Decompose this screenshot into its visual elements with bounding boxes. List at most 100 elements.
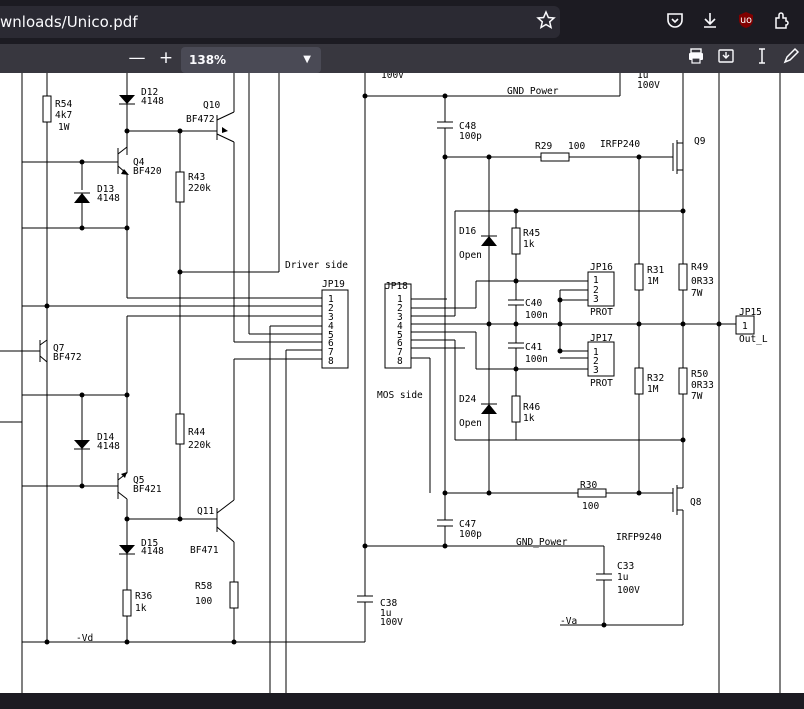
r49-ref: R49 <box>691 262 708 273</box>
junction-dot <box>513 208 519 214</box>
jp16-pin-1: 1 <box>593 275 599 286</box>
r58-ref: R58 <box>195 581 212 592</box>
jp18-pin-7: 7 <box>397 347 403 358</box>
junction-dot <box>716 321 722 327</box>
d15-val: 4148 <box>141 546 164 557</box>
url-bar[interactable]: wnloads/Unico.pdf <box>0 6 560 38</box>
window-bottom-edge <box>0 693 804 709</box>
c33-ref: C33 <box>617 561 634 572</box>
junction-dot <box>557 321 563 327</box>
wire <box>216 133 235 143</box>
q7-val: BF472 <box>53 352 82 363</box>
chevron-down-icon: ▼ <box>303 54 311 65</box>
junction-dot <box>124 225 130 231</box>
jp17-pin-3: 3 <box>593 365 599 376</box>
c40-val: 100n <box>525 310 548 321</box>
jp17-label: PROT <box>590 378 613 389</box>
jp18-pin-8: 8 <box>397 356 403 367</box>
wire <box>216 111 235 121</box>
zoom-select[interactable]: 138% ▼ <box>181 47 321 73</box>
r58-val: 100 <box>195 596 212 607</box>
jp19-pin-3: 3 <box>328 312 334 323</box>
r43-val: 220k <box>188 183 211 194</box>
pocket-icon[interactable] <box>663 10 687 34</box>
jp15-pin: 1 <box>742 321 748 332</box>
q10-ref: Q10 <box>203 100 220 111</box>
r45-val: 1k <box>523 239 535 250</box>
junction-dot <box>177 269 183 275</box>
text-cursor-icon[interactable] <box>749 47 775 71</box>
irfp9240-label: IRFP9240 <box>616 532 662 543</box>
r46-ref: R46 <box>523 402 540 413</box>
q9-label: Q9 <box>694 136 706 147</box>
bookmark-star-icon[interactable] <box>534 10 558 34</box>
jp19-pin-7: 7 <box>328 347 334 358</box>
label-top-partial-right-1: 1u <box>637 73 648 81</box>
save-icon[interactable] <box>713 47 739 71</box>
component-body <box>175 413 185 445</box>
q5-ref: Q5 <box>133 475 144 486</box>
junction-dot <box>486 154 492 160</box>
wire <box>117 491 128 500</box>
gnd-power-top-label: GND_Power <box>507 86 559 97</box>
jp16-label: PROT <box>590 307 613 318</box>
junction-dot <box>680 321 686 327</box>
d14-ref: D14 <box>97 432 114 443</box>
schematic-drawing: 100V 1u 100V R54 4k7 1W D12 4148 Q10 BF4… <box>0 73 781 693</box>
q4-ref: Q4 <box>133 157 145 168</box>
d14-val: 4148 <box>97 441 120 452</box>
mos-side-label: MOS side <box>377 390 423 401</box>
wire <box>216 499 235 514</box>
junction-dot <box>44 639 50 645</box>
component-body <box>678 367 688 395</box>
junction-dot <box>124 128 130 134</box>
junction-dot <box>442 93 448 99</box>
c40-ref: C40 <box>525 298 542 309</box>
r36-ref: R36 <box>135 591 152 602</box>
junction-dot <box>362 93 368 99</box>
junction-dot <box>362 543 368 549</box>
component-body <box>511 227 521 255</box>
r49-val2: 7W <box>691 288 703 299</box>
junction-dot <box>177 128 183 134</box>
q4-val: BF420 <box>133 166 162 177</box>
junction-dot <box>44 303 50 309</box>
pdf-page: 100V 1u 100V R54 4k7 1W D12 4148 Q10 BF4… <box>0 73 804 693</box>
junction-dot <box>557 297 563 303</box>
jp18-ref: JP18 <box>385 281 408 292</box>
junction-dot <box>177 516 183 522</box>
driver-side-label: Driver side <box>285 260 348 271</box>
url-text[interactable]: wnloads/Unico.pdf <box>0 13 138 31</box>
jp19-pin-2: 2 <box>328 303 334 314</box>
d24-val: Open <box>459 418 482 429</box>
r36-val: 1k <box>135 603 147 614</box>
junction-dot <box>486 490 492 496</box>
draw-icon[interactable] <box>778 47 804 71</box>
d13-ref: D13 <box>97 184 114 195</box>
jp16-pin-3: 3 <box>593 294 599 305</box>
junction-dot <box>124 392 130 398</box>
jp15-ref: JP15 <box>739 307 762 318</box>
junction-dot <box>79 159 85 165</box>
c38-val1: 1u <box>380 608 391 619</box>
jp19-ref: JP19 <box>322 279 345 290</box>
download-icon[interactable] <box>698 10 722 34</box>
zoom-in-button[interactable]: + <box>158 48 174 68</box>
zoom-out-button[interactable]: — <box>128 48 146 68</box>
label-top-partial-left: 100V <box>381 73 404 81</box>
extensions-icon[interactable] <box>770 10 794 34</box>
jp18-pin-5: 5 <box>397 330 403 341</box>
r31-val: 1M <box>647 276 659 287</box>
q11-val: BF471 <box>190 545 219 556</box>
r32-val: 1M <box>647 384 659 395</box>
r50-ref: R50 <box>691 369 708 380</box>
component-body <box>321 289 349 369</box>
pdf-toolbar: — + 138% ▼ <box>0 44 804 74</box>
diode-triangle <box>222 127 228 133</box>
print-icon[interactable] <box>683 47 709 71</box>
ublock-icon[interactable]: uo <box>734 10 758 34</box>
component-body <box>511 395 521 423</box>
c33-val1: 1u <box>617 572 628 583</box>
r29-ref: R29 <box>535 141 552 152</box>
jp16-pin-2: 2 <box>593 285 599 296</box>
